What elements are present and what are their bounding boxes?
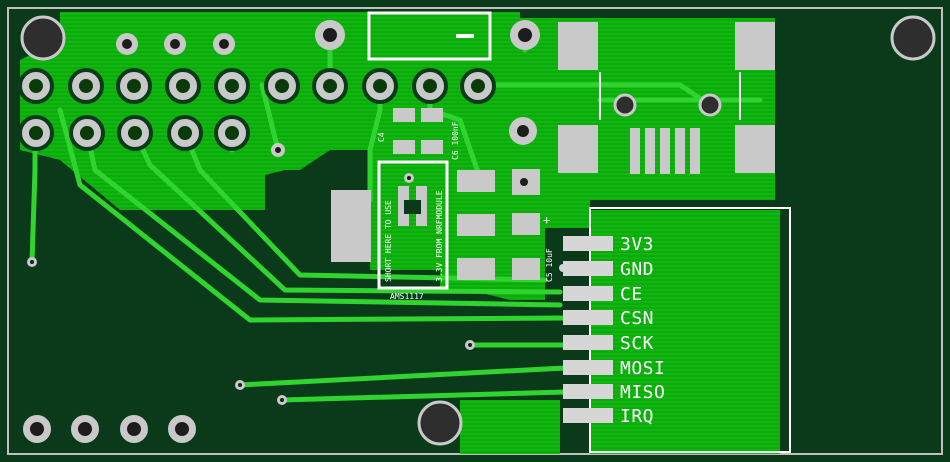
pin-label-mosi: MOSI bbox=[620, 358, 665, 379]
small-pads-top bbox=[116, 20, 540, 55]
module-pins bbox=[559, 236, 613, 423]
c6-label: C6 100nF bbox=[451, 121, 460, 160]
pin-pad-mosi bbox=[563, 360, 613, 375]
pin-label-3v3: 3V3 bbox=[620, 234, 654, 255]
module-outline bbox=[589, 207, 791, 453]
traces bbox=[29, 32, 763, 403]
pin-label-gnd: GND bbox=[620, 259, 654, 280]
pin-pad-ce bbox=[563, 286, 613, 301]
pin-pad-csn bbox=[563, 310, 613, 325]
jumper-box bbox=[377, 160, 449, 290]
pin-label-ce: CE bbox=[620, 284, 643, 305]
vias bbox=[27, 93, 722, 405]
regulator-label: AMS1117 bbox=[390, 292, 424, 301]
mounting-holes bbox=[20, 15, 936, 446]
pin-pad-gnd bbox=[563, 261, 613, 276]
pin-label-csn: CSN bbox=[620, 308, 654, 329]
header-row-1 bbox=[18, 68, 496, 104]
polarity-plus: + bbox=[543, 213, 550, 227]
pin-label-irq: IRQ bbox=[620, 406, 654, 427]
smd-components bbox=[331, 11, 775, 290]
component-silk: C4 C6 100nF SHORT HERE TO USE 3.3V FROM … bbox=[377, 121, 554, 301]
pin-label-miso: MISO bbox=[620, 382, 665, 403]
pin-label-sck: SCK bbox=[620, 333, 654, 354]
pin-pad-irq bbox=[563, 408, 613, 423]
c5-label: C5 10uF bbox=[545, 248, 554, 282]
jumper-label-left: SHORT HERE TO USE bbox=[384, 200, 393, 282]
bottom-pads bbox=[19, 411, 200, 447]
jumper-label-right: 3.3V FROM NRFMODULE bbox=[435, 190, 444, 282]
c4-label: C4 bbox=[377, 132, 386, 142]
pin-pad-miso bbox=[563, 384, 613, 399]
pin-pad-sck bbox=[563, 335, 613, 350]
top-silk-box bbox=[367, 11, 492, 61]
pin-pad-3v3 bbox=[563, 236, 613, 251]
mounting-hole-bottom bbox=[417, 400, 463, 446]
copper-pour-module bbox=[590, 210, 780, 454]
mounting-hole-top-left bbox=[20, 15, 66, 61]
mounting-hole-top-right bbox=[890, 15, 936, 61]
copper-pour-bottom bbox=[460, 400, 560, 454]
pin-labels: 3V3 GND CE CSN SCK MOSI MISO IRQ bbox=[620, 234, 665, 427]
header-row-2 bbox=[18, 115, 250, 151]
